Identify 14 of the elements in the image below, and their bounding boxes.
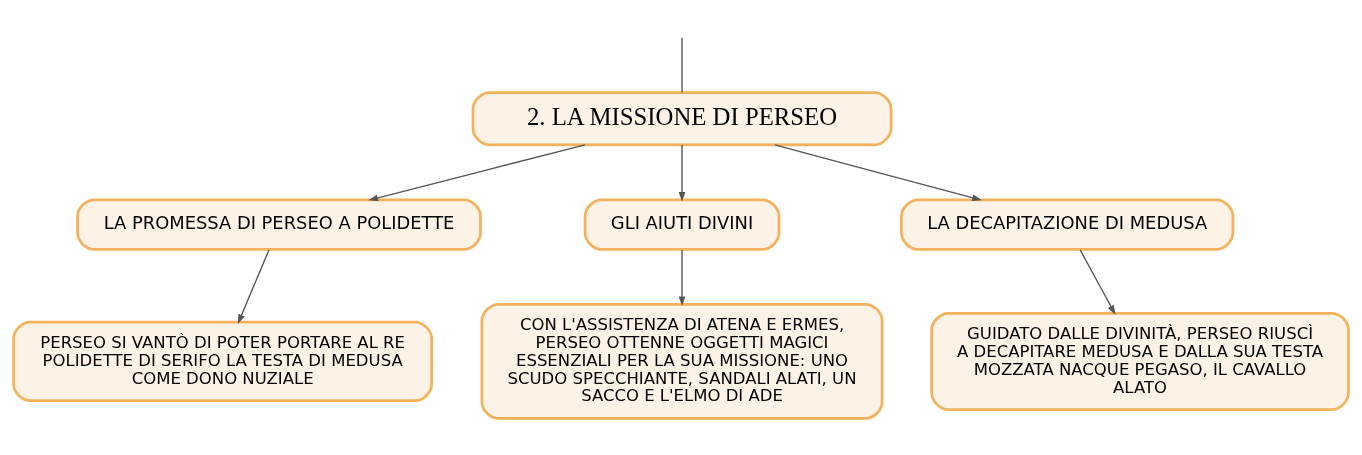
node-box: LA PROMESSA DI PERSEO A POLIDETTE: [76, 198, 482, 251]
connector: [681, 37, 683, 94]
arrow: [237, 249, 270, 324]
node-box: CON L'ASSISTENZA DI ATENA E ERMES, PERSEO OTTENNE OGGETTI MAGICI ESSENZIALI PER LA SUA MISSIONE: UNO SCUDO SPECCHIANTE, SANDALI ALATI, UN SACCO E L'ELMO DI ADE: [480, 302, 884, 420]
node-box: 2. LA MISSIONE DI PERSEO: [471, 91, 893, 147]
node-box: GUIDATO DALLE DIVINITÀ, PERSEO RIUSCÌ A DECAPITARE MEDUSA E DALLA SUA TESTA MOZZATA NACQUE PEGASO, IL CAVALLO ALATO: [930, 311, 1350, 411]
arrow: [678, 144, 686, 202]
node-box: GLI AIUTI DIVINI: [583, 198, 781, 251]
arrow: [774, 144, 982, 202]
node-box: PERSEO SI VANTÒ DI POTER PORTARE AL RE POLIDETTE DI SERIFO LA TESTA DI MEDUSA COME DONO NUZIALE: [12, 320, 434, 402]
arrow: [1079, 249, 1116, 315]
arrow: [368, 144, 586, 202]
node-box: LA DECAPITAZIONE DI MEDUSA: [900, 198, 1235, 251]
arrow: [678, 249, 686, 307]
